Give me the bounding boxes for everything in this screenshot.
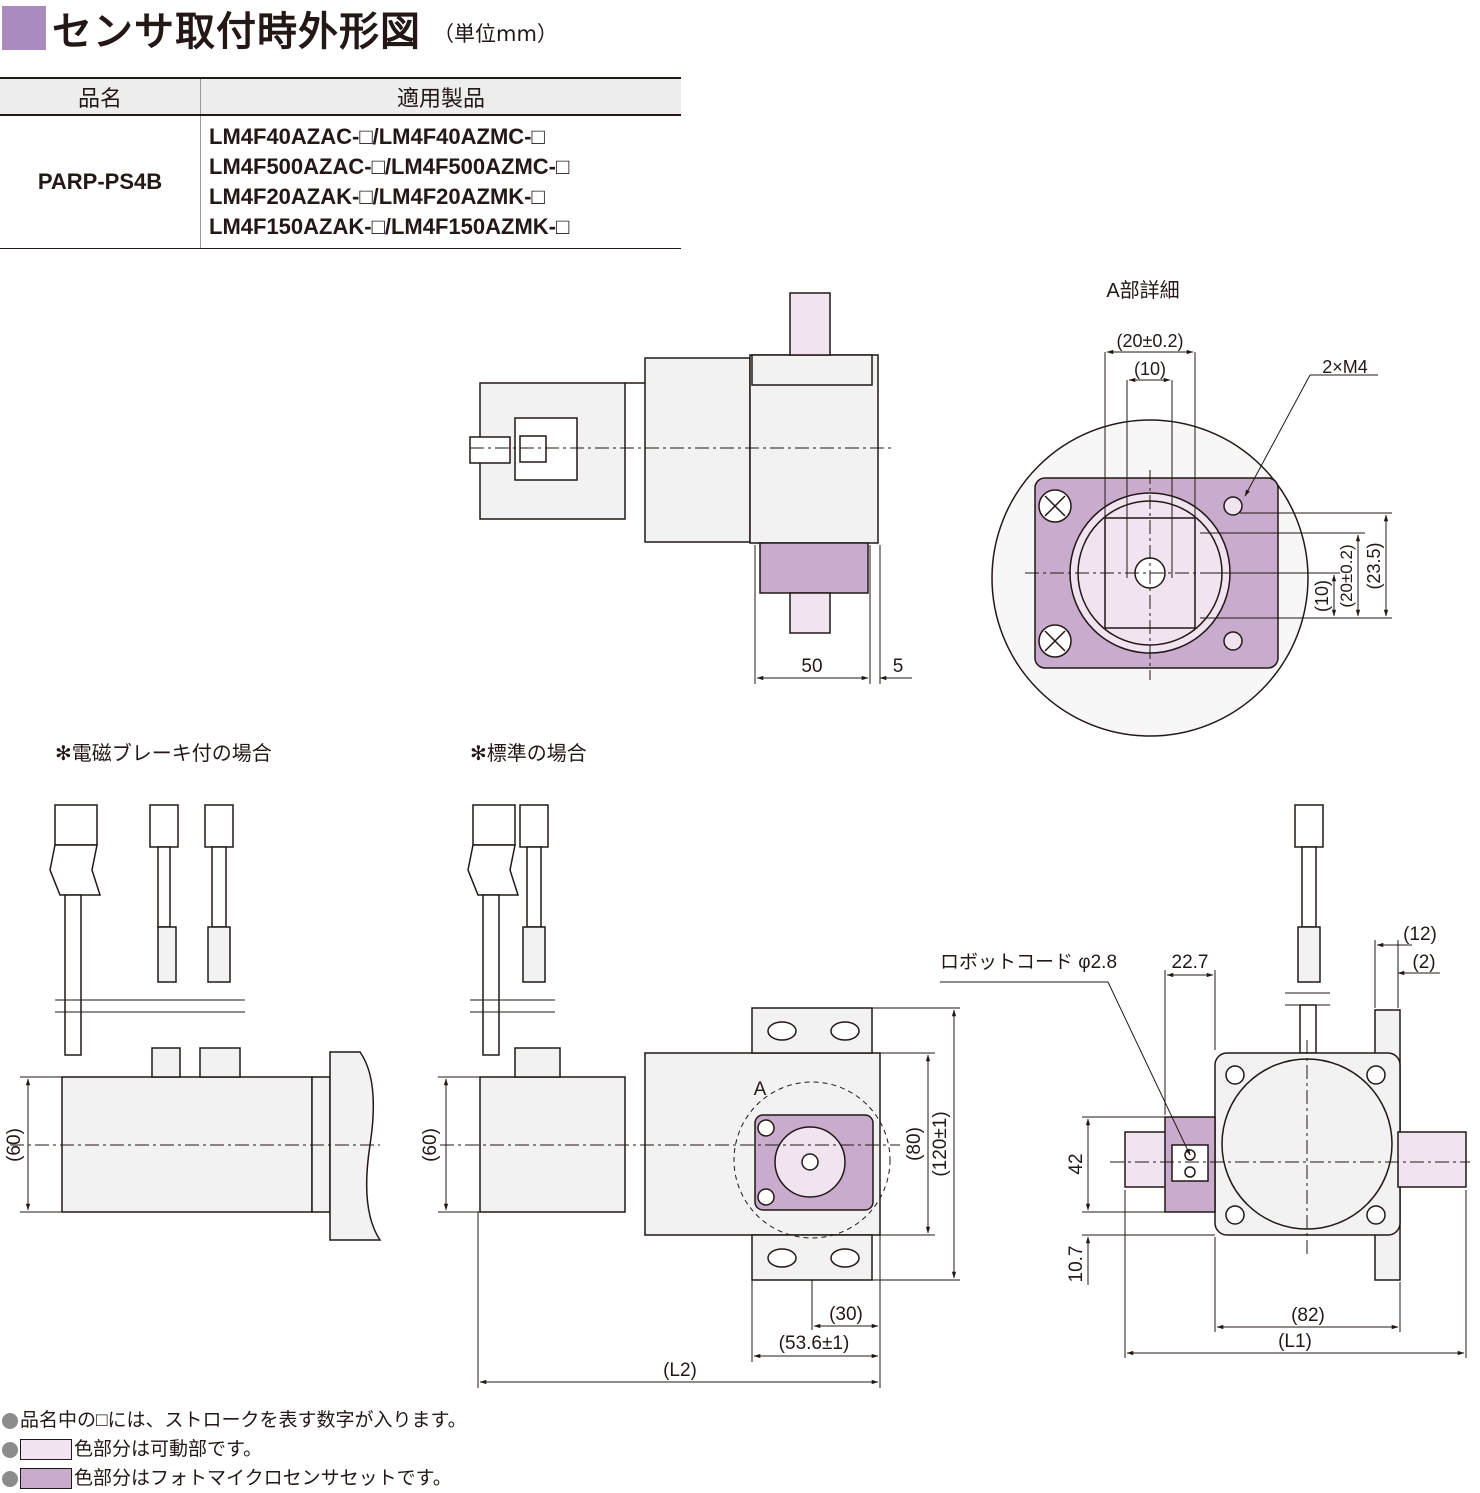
standard-case-label: ✻標準の場合: [470, 742, 587, 765]
table-header-row: 品名 適用製品: [0, 77, 681, 116]
product-table: 品名 適用製品 PARP-PS4B LM4F40AZAC-□/LM4F40AZM…: [0, 77, 681, 249]
page-title: センサ取付時外形図: [52, 9, 421, 55]
dim-50: [754, 545, 912, 684]
bullet-icon: [2, 1441, 18, 1458]
dim-23-5-label: (23.5): [1364, 542, 1384, 589]
dim-30-label: (30): [829, 1304, 863, 1325]
dim-12-label: (12): [1403, 924, 1437, 945]
dim-53-6-label: (53.6±1): [779, 1333, 850, 1354]
note-item: 品名中の□には、ストロークを表す数字が入ります。: [2, 1406, 467, 1435]
bullet-icon: [2, 1412, 18, 1429]
sensor-swatch: [20, 1468, 72, 1489]
robot-cord-label: ロボットコード φ2.8: [940, 951, 1117, 973]
col-header-products: 適用製品: [200, 77, 681, 116]
dim-2-label: (2): [1412, 952, 1435, 973]
section-header: センサ取付時外形図 （単位mm）: [0, 0, 558, 56]
col-header-name: 品名: [0, 77, 201, 116]
dim-20v-label: (20±0.2): [1337, 544, 1356, 607]
std-dim-60-label: (60): [420, 1128, 441, 1162]
top-side-view: [469, 292, 895, 634]
dim-10-7-label: 10.7: [1066, 1246, 1087, 1283]
dim-20-label: (20±0.2): [1117, 331, 1184, 351]
dim-22-7-label: 22.7: [1172, 952, 1209, 973]
a-mark-label: A: [754, 1079, 767, 1100]
dim-120-label: (120±1): [930, 1111, 951, 1176]
bullet-icon: [2, 1470, 18, 1487]
note-text: 品名中の□には、ストロークを表す数字が入ります。: [20, 1410, 467, 1431]
model-line: LM4F150AZAK-□/LM4F150AZMK-□: [209, 214, 570, 239]
detail-a-view: [991, 349, 1392, 737]
brake-dim-60-label: (60): [4, 1128, 25, 1162]
notes: 品名中の□には、ストロークを表す数字が入ります。 色部分は可動部です。 色部分は…: [2, 1406, 467, 1493]
models-cell: LM4F40AZAC-□/LM4F40AZMC-□ LM4F500AZAC-□/…: [200, 115, 681, 249]
brake-motor-view: [10, 804, 382, 1241]
dim-l1-label: (L1): [1278, 1331, 1312, 1352]
table-row: PARP-PS4B LM4F40AZAC-□/LM4F40AZMC-□ LM4F…: [0, 115, 681, 249]
model-line: LM4F500AZAC-□/LM4F500AZMC-□: [209, 154, 570, 179]
unit-label: （単位mm）: [433, 22, 558, 46]
dim-l2-label: (L2): [663, 1360, 697, 1381]
product-name-cell: PARP-PS4B: [0, 115, 201, 249]
dim-42-label: 42: [1066, 1153, 1087, 1174]
dim-82-label: (82): [1291, 1305, 1325, 1326]
screw-label: 2×M4: [1322, 357, 1368, 377]
dim-10v-label: (10): [1312, 580, 1332, 612]
header-square-icon: [2, 6, 46, 50]
model-line: LM4F20AZAK-□/LM4F20AZMK-□: [209, 184, 545, 209]
dim-5-label: 5: [893, 656, 904, 677]
dim-80-label: (80): [904, 1127, 925, 1161]
detail-a-title: A部詳細: [1106, 279, 1179, 302]
dim-50-label: 50: [801, 656, 822, 677]
note-text: 色部分は可動部です。: [74, 1439, 263, 1460]
dim-10-label: (10): [1134, 359, 1166, 379]
model-line: LM4F40AZAC-□/LM4F40AZMC-□: [209, 124, 545, 149]
standard-motor-view: [438, 804, 960, 1388]
movable-swatch: [20, 1439, 72, 1460]
brake-case-label: ✻電磁ブレーキ付の場合: [55, 741, 272, 765]
note-text: 色部分はフォトマイクロセンサセットです。: [74, 1468, 452, 1489]
note-item: 色部分は可動部です。: [2, 1435, 467, 1464]
note-item: 色部分はフォトマイクロセンサセットです。: [2, 1464, 467, 1493]
front-view: [940, 804, 1470, 1358]
